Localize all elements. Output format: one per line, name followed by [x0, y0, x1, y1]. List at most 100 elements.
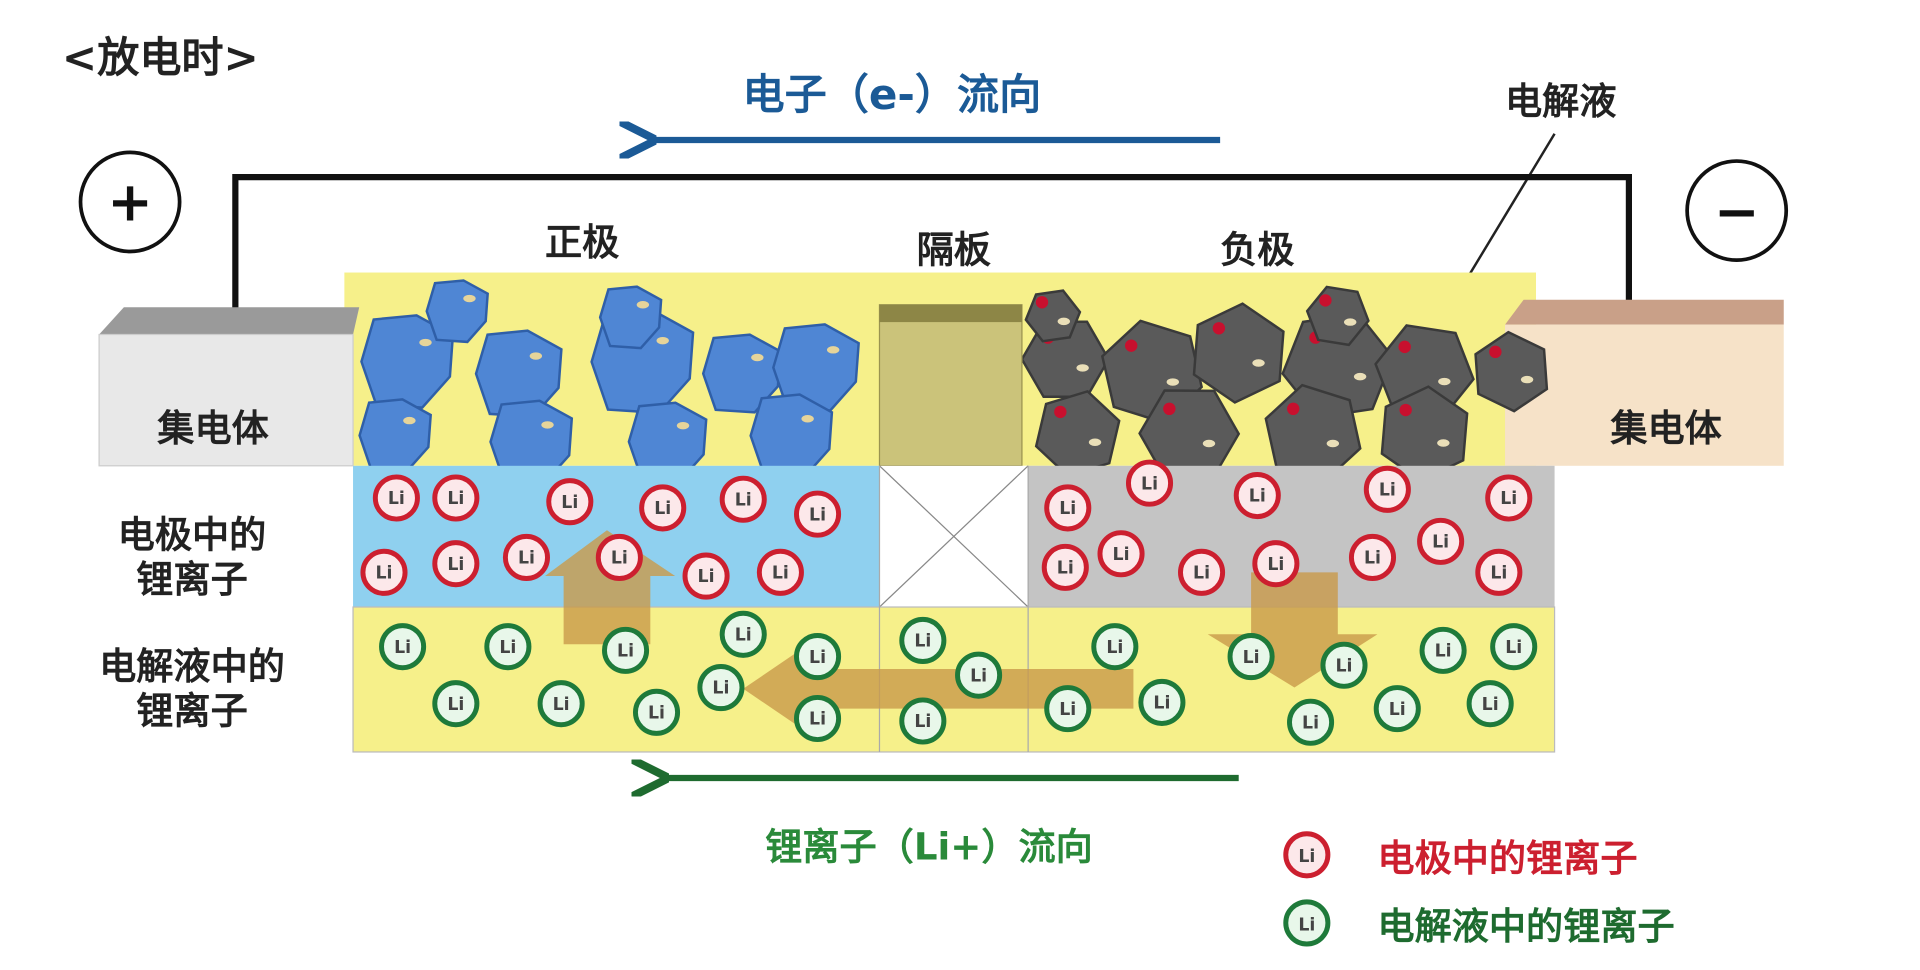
- svg-text:Li: Li: [654, 499, 671, 519]
- lithium-dot: [1163, 402, 1176, 416]
- electrolyte-lithium-ion: Li: [1227, 633, 1275, 681]
- svg-text:Li: Li: [394, 638, 411, 658]
- electrolyte-label: 电解液: [1505, 80, 1616, 123]
- svg-text:Li: Li: [1249, 487, 1266, 507]
- electrolyte-lithium-ion: Li: [899, 697, 947, 745]
- svg-text:Li: Li: [1057, 559, 1074, 579]
- svg-text:Li: Li: [1482, 695, 1499, 715]
- row-label-electrolyte-2: 锂离子: [136, 689, 247, 732]
- electrode-lithium-ion: Li: [1417, 517, 1465, 565]
- svg-text:Li: Li: [1113, 545, 1130, 565]
- ion-detail-panel: [352, 465, 1556, 753]
- conductive-additive: [463, 294, 476, 303]
- lithium-dot: [1319, 294, 1332, 307]
- lithium-dot: [1054, 405, 1067, 419]
- svg-text:Li: Li: [914, 712, 931, 732]
- electrode-lithium-ion: Li: [1097, 530, 1145, 578]
- svg-text:Li: Li: [1389, 700, 1406, 720]
- conductive-additive: [1166, 378, 1180, 386]
- row-label-electrode-2: 锂离子: [136, 558, 247, 601]
- svg-text:Li: Li: [1364, 549, 1381, 569]
- conductive-additive: [1076, 364, 1089, 372]
- collector-right: 集电体: [1505, 299, 1784, 466]
- svg-text:Li: Li: [447, 489, 464, 509]
- legend-electrode-ion: 电极中的锂离子: [1377, 837, 1637, 880]
- svg-text:Li: Li: [772, 564, 789, 584]
- minus-icon: −: [1714, 179, 1760, 243]
- electrode-lithium-ion: Li: [639, 484, 687, 532]
- electrode-lithium-ion: Li: [1475, 548, 1523, 596]
- svg-text:Li: Li: [1106, 638, 1123, 658]
- conductive-additive: [1520, 375, 1534, 384]
- electrode-lithium-ion: Li: [1363, 465, 1411, 513]
- svg-text:Li: Li: [1141, 474, 1158, 494]
- conductive-additive: [1057, 317, 1070, 326]
- svg-text:Li: Li: [1336, 656, 1353, 676]
- conductive-additive: [1326, 439, 1340, 448]
- svg-text:Li: Li: [1153, 694, 1170, 714]
- cathode-label: 正极: [545, 221, 620, 264]
- cathode-particles: [358, 279, 860, 485]
- conductive-additive: [676, 421, 690, 430]
- electrode-lithium-ion: Li: [794, 490, 842, 538]
- svg-text:Li: Li: [561, 493, 578, 513]
- svg-text:Li: Li: [735, 490, 752, 510]
- conductive-additive: [419, 338, 432, 347]
- conductive-additive: [1344, 318, 1357, 326]
- electrode-lithium-ion: Li: [719, 475, 767, 523]
- svg-text:Li: Li: [1302, 713, 1319, 733]
- external-wire: [232, 174, 1632, 329]
- electrode-lithium-ion: Li: [432, 540, 480, 588]
- conductive-additive: [826, 346, 840, 354]
- svg-text:Li: Li: [698, 567, 715, 587]
- svg-text:Li: Li: [809, 710, 826, 730]
- electrolyte-lithium-ion: Li: [955, 651, 1003, 699]
- svg-text:Li: Li: [1432, 533, 1449, 553]
- electrolyte-lithium-ion: Li: [602, 626, 650, 674]
- separator: [878, 304, 1023, 467]
- conductive-additive: [1252, 359, 1265, 367]
- svg-text:Li: Li: [376, 564, 393, 584]
- svg-text:Li: Li: [1505, 638, 1522, 658]
- lithium-dot: [1399, 403, 1412, 417]
- plus-icon: +: [107, 170, 153, 234]
- collector-left: 集电体: [98, 307, 360, 467]
- svg-text:Li: Li: [1193, 564, 1210, 584]
- electrode-lithium-ion: Li: [1233, 471, 1281, 520]
- electrolyte-lithium-ion: Li: [719, 610, 767, 658]
- electrolyte-lithium-ion: Li: [379, 623, 427, 671]
- electrolyte-lithium-ion: Li: [432, 680, 480, 728]
- svg-text:Li: Li: [388, 489, 405, 509]
- electrode-lithium-ion: Li: [595, 533, 643, 582]
- electrode-lithium-ion: Li: [682, 552, 730, 600]
- electrolyte-lithium-ion: Li: [899, 616, 947, 665]
- electrolyte-lithium-ion: Li: [1287, 698, 1335, 746]
- svg-text:Li: Li: [1379, 481, 1396, 501]
- conductive-additive: [541, 421, 554, 429]
- electrode-lithium-ion: Li: [1485, 474, 1533, 522]
- svg-text:Li: Li: [1059, 499, 1076, 519]
- row-label-electrode-1: 电极中的: [118, 514, 267, 557]
- positive-terminal: +: [78, 150, 182, 254]
- anode-particles: [1020, 285, 1549, 484]
- electrolyte-lithium-ion: Li: [1490, 623, 1538, 671]
- electrolyte-lithium-ion: Li: [1320, 641, 1368, 689]
- electrode-lithium-ion: Li: [372, 474, 420, 522]
- electrolyte-lithium-ion: Li: [1373, 685, 1421, 733]
- svg-text:Li: Li: [735, 625, 752, 645]
- negative-terminal: −: [1685, 159, 1789, 263]
- electrolyte-lithium-ion: Li: [1466, 680, 1514, 728]
- svg-text:Li: Li: [1435, 642, 1452, 662]
- svg-text:Li: Li: [617, 642, 634, 662]
- lithium-dot: [1035, 296, 1049, 309]
- svg-text:Li: Li: [1298, 915, 1315, 935]
- electrode-lithium-ion: Li: [1044, 484, 1092, 532]
- svg-text:Li: Li: [447, 695, 464, 715]
- lithium-dot: [1212, 322, 1226, 335]
- lithium-dot: [1398, 340, 1411, 354]
- conductive-additive: [1353, 372, 1367, 381]
- svg-text:Li: Li: [809, 505, 826, 525]
- conductive-additive: [529, 352, 543, 360]
